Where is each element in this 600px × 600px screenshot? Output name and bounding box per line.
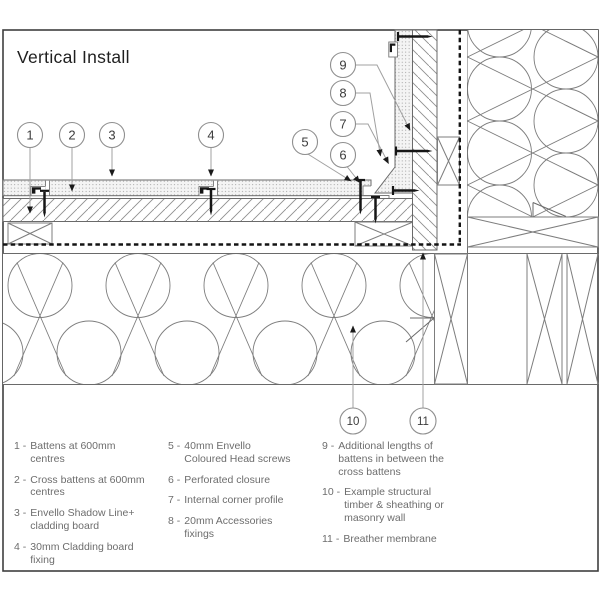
cross-batten-layer xyxy=(2,198,413,222)
legend-column-2: 5 - 40mm Envello Coloured Head screws 6 … xyxy=(168,440,304,549)
batten-section-right xyxy=(437,136,460,186)
cladding-clip xyxy=(389,43,396,53)
callout-leaders xyxy=(27,64,426,409)
callout-bubbles: 1 2 3 4 5 6 7 8 9 10 11 xyxy=(16,51,437,435)
leader-9 xyxy=(355,64,411,131)
legend-item-4: 4 - 30mm Cladding board fixing xyxy=(14,540,134,566)
timber-stud xyxy=(434,253,468,385)
breather-membrane xyxy=(3,30,461,246)
callout-8: 8 xyxy=(329,79,357,107)
leader-6 xyxy=(346,166,360,183)
legend-item-3: 3 - Envello Shadow Line+ cladding board xyxy=(14,507,135,532)
batten-section-left xyxy=(7,222,53,245)
legend-item-2: 2 - Cross battens at 600mm centres xyxy=(14,473,145,499)
callout-3: 3 xyxy=(98,121,126,149)
svg-text:5: 5 xyxy=(301,135,308,150)
legend-item-11: 11 - Breather membrane xyxy=(322,532,437,545)
callout-7: 7 xyxy=(329,110,357,138)
wall-insulation-right xyxy=(467,30,598,217)
svg-text:2: 2 xyxy=(68,128,75,143)
timber-plate-right xyxy=(467,216,599,248)
screw-corner-horizontal xyxy=(391,186,420,195)
legend-item-8: 8 - 20mm Accessories fixings xyxy=(168,515,273,540)
legend-item-1: 1 - Battens at 600mm centres xyxy=(14,440,116,465)
svg-text:7: 7 xyxy=(339,117,346,132)
callout-5: 5 xyxy=(291,128,319,156)
screw-joint-1 xyxy=(40,189,49,218)
callout-6: 6 xyxy=(329,141,357,169)
screw-corner-vertical-2 xyxy=(371,195,380,224)
leader-5 xyxy=(306,153,352,182)
svg-text:1: 1 xyxy=(26,128,33,143)
screw-joint-2 xyxy=(206,187,216,216)
leader-7 xyxy=(355,123,389,164)
batten-section-corner xyxy=(354,221,414,247)
svg-text:9: 9 xyxy=(339,58,346,73)
fixing-screws xyxy=(40,32,433,224)
legend-item-10: 10 - Example structural timber & sheathi… xyxy=(322,486,444,524)
legend-item-9: 9 - Additional lengths of battens in bet… xyxy=(322,440,444,478)
svg-text:3: 3 xyxy=(108,128,115,143)
screw-top-horizontal xyxy=(396,32,433,41)
callout-9: 9 xyxy=(329,51,357,79)
callout-2: 2 xyxy=(58,121,86,149)
svg-text:6: 6 xyxy=(339,148,346,163)
callout-4: 4 xyxy=(197,121,225,149)
additional-batten-layer xyxy=(412,29,438,251)
board-end-notch xyxy=(388,41,398,58)
board-joint-1 xyxy=(30,180,50,196)
svg-text:4: 4 xyxy=(207,128,214,143)
page-title: Vertical Install xyxy=(17,47,130,67)
svg-text:11: 11 xyxy=(417,416,429,428)
screw-mid-horizontal xyxy=(394,146,433,156)
svg-text:10: 10 xyxy=(347,416,360,428)
callout-1: 1 xyxy=(16,121,44,149)
structural-wall xyxy=(3,253,599,385)
legend-item-5: 5 - 40mm Envello Coloured Head screws xyxy=(168,440,291,465)
callout-10: 10 xyxy=(339,407,367,435)
leader-8 xyxy=(355,92,383,157)
insulation-break-right xyxy=(532,202,567,217)
insulation-break-main xyxy=(405,317,435,343)
timber-double-stud xyxy=(526,253,599,385)
legend-column-1: 1 - Battens at 600mm centres 2 - Cross b… xyxy=(14,440,160,574)
cladding-board-horizontal xyxy=(2,179,372,197)
legend-item-6: 6 - Perforated closure xyxy=(168,473,271,486)
vertical-cladding-assembly xyxy=(373,29,599,254)
svg-text:8: 8 xyxy=(339,86,346,101)
wall-insulation-main xyxy=(3,254,434,384)
cladding-clip xyxy=(32,187,41,194)
callout-11: 11 xyxy=(409,407,437,435)
legend-item-7: 7 - Internal corner profile xyxy=(168,494,284,507)
legend-column-3: 9 - Additional lengths of battens in bet… xyxy=(322,440,452,554)
